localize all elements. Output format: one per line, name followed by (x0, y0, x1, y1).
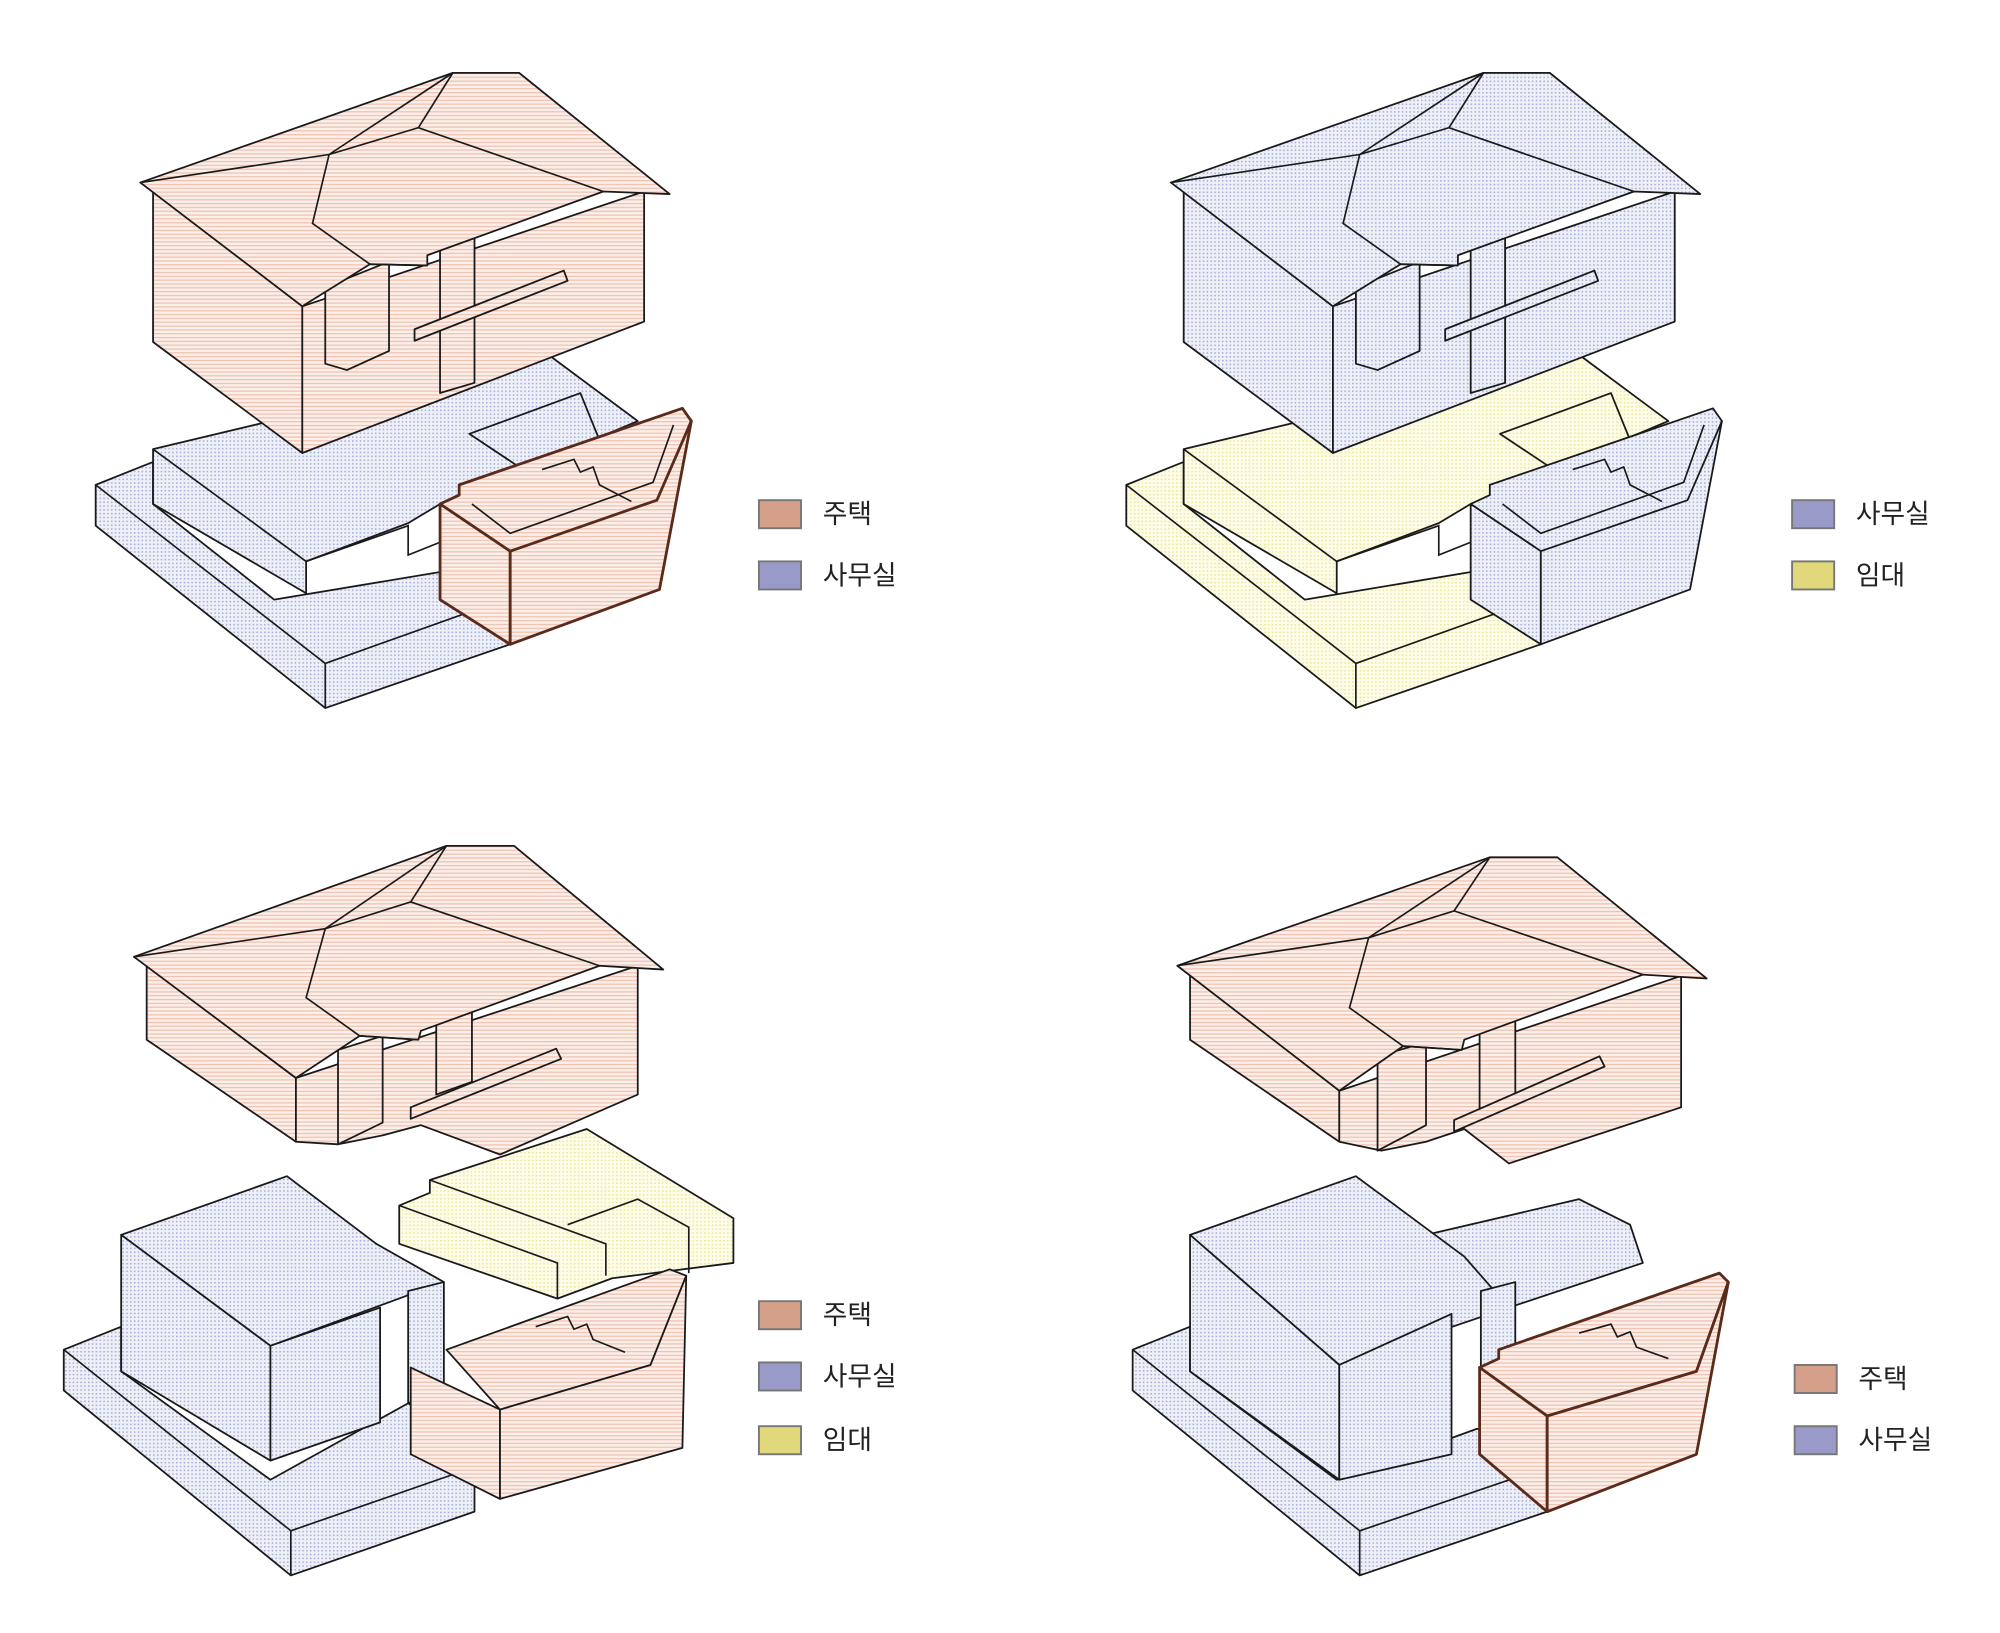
legend-item-housing: 주택 (757, 499, 872, 530)
legend-label: 주택 (1858, 1364, 1907, 1395)
legend-item-housing: 주택 (757, 1300, 872, 1331)
diagram-panel-2 (1125, 71, 1723, 709)
legend-swatch-office (1793, 1425, 1838, 1456)
housing-annex (409, 1268, 688, 1500)
diagram-panel-3 (62, 844, 735, 1577)
housing-annex (438, 406, 693, 646)
legend-label: 사무실 (1856, 499, 1930, 530)
office-annex (1469, 407, 1723, 646)
legend-label: 주택 (823, 499, 872, 530)
legend-swatch-office (1791, 499, 1836, 530)
legend-item-office: 사무실 (757, 560, 897, 591)
legend-swatch-office (757, 1361, 802, 1392)
house-housing (1176, 856, 1708, 1165)
legend-panel-1: 주택 사무실 (757, 499, 897, 591)
legend-label: 사무실 (823, 1361, 897, 1392)
legend-item-housing: 주택 (1793, 1364, 1908, 1395)
office-block (1131, 1175, 1644, 1577)
legend-label: 사무실 (823, 560, 897, 591)
legend-swatch-housing (757, 499, 802, 530)
legend-label: 사무실 (1858, 1425, 1932, 1456)
legend-panel-4: 주택 사무실 (1793, 1364, 1932, 1456)
legend-item-rental: 임대 (757, 1425, 872, 1456)
housing-annex (1478, 1271, 1730, 1514)
base-rental-block (1125, 353, 1670, 709)
legend-item-office: 사무실 (1791, 499, 1930, 530)
rental-block (398, 1128, 735, 1300)
legend-panel-2: 사무실 임대 (1791, 499, 1930, 591)
house-housing (133, 844, 665, 1156)
diagram-panel-1 (94, 71, 693, 709)
house-office (1170, 71, 1702, 454)
legend-item-rental: 임대 (1791, 560, 1905, 591)
diagram-panel-4 (1131, 856, 1730, 1577)
legend-swatch-rental (1791, 560, 1836, 591)
legend-label: 주택 (823, 1300, 872, 1331)
legend-swatch-office (757, 560, 802, 591)
house-housing (139, 71, 671, 454)
legend-swatch-housing (1793, 1364, 1838, 1394)
legend-label: 임대 (1856, 560, 1905, 591)
office-block (62, 1175, 476, 1577)
legend-item-office: 사무실 (1793, 1425, 1932, 1456)
legend-swatch-housing (757, 1300, 802, 1331)
legend-label: 임대 (823, 1425, 872, 1456)
legend-swatch-rental (757, 1425, 802, 1456)
legend-item-office: 사무실 (757, 1361, 897, 1392)
legend-panel-3: 주택 사무실 임대 (757, 1300, 897, 1456)
